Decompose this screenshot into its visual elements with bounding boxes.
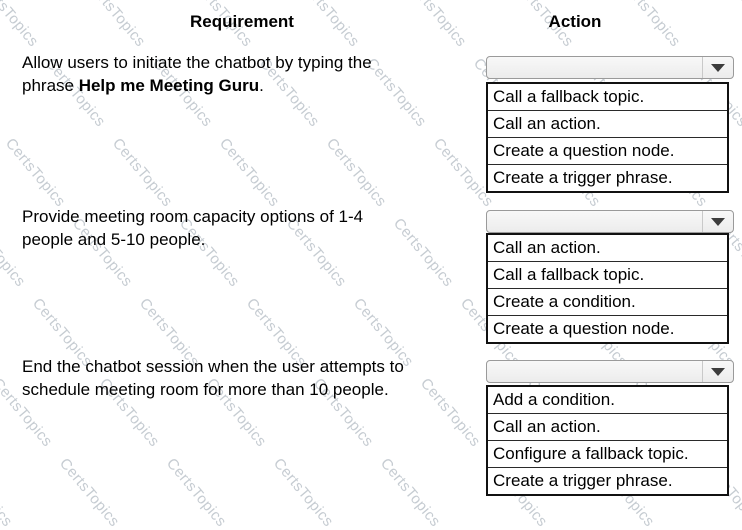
action-column-header: Action	[548, 12, 602, 31]
dropdown-option[interactable]: Create a trigger phrase.	[488, 467, 727, 494]
dropdown-option[interactable]: Create a condition.	[488, 288, 727, 315]
dropdown-option[interactable]: Add a condition.	[488, 387, 727, 413]
requirement-2-line2: people and 5-10 people.	[22, 230, 206, 249]
chevron-down-icon	[711, 63, 725, 72]
chevron-down-icon	[711, 217, 725, 226]
dropdown-option[interactable]: Call an action.	[488, 235, 727, 261]
requirement-1-line1: Allow users to initiate the chatbot by t…	[22, 53, 372, 72]
dropdown-1-arrow-button[interactable]	[702, 57, 733, 78]
requirement-3-line2: schedule meeting room for more than 10 p…	[22, 380, 389, 399]
action-option-list-2: Call an action. Call a fallback topic. C…	[486, 233, 729, 344]
requirement-3-line1: End the chatbot session when the user at…	[22, 357, 404, 376]
action-dropdown-1[interactable]	[486, 56, 734, 79]
requirement-text-3: End the chatbot session when the user at…	[22, 355, 484, 401]
requirement-2-line1: Provide meeting room capacity options of…	[22, 207, 364, 226]
requirement-text-2: Provide meeting room capacity options of…	[22, 205, 484, 251]
dropdown-3-arrow-button[interactable]	[702, 361, 733, 382]
action-dropdown-3[interactable]	[486, 360, 734, 383]
action-dropdown-2[interactable]	[486, 210, 734, 233]
requirement-text-1: Allow users to initiate the chatbot by t…	[22, 51, 484, 97]
dropdown-option[interactable]: Call a fallback topic.	[488, 261, 727, 288]
dropdown-2-arrow-button[interactable]	[702, 211, 733, 232]
dropdown-option[interactable]: Configure a fallback topic.	[488, 440, 727, 467]
action-option-list-1: Call a fallback topic. Call an action. C…	[486, 82, 729, 193]
dropdown-option[interactable]: Call an action.	[488, 110, 727, 137]
dropdown-option[interactable]: Create a question node.	[488, 315, 727, 342]
dropdown-option[interactable]: Call an action.	[488, 413, 727, 440]
dropdown-option[interactable]: Create a question node.	[488, 137, 727, 164]
action-option-list-3: Add a condition. Call an action. Configu…	[486, 385, 729, 496]
requirement-1-line2: phrase Help me Meeting Guru.	[22, 76, 264, 95]
chevron-down-icon	[711, 367, 725, 376]
requirement-column-header: Requirement	[190, 12, 294, 31]
dropdown-option[interactable]: Call a fallback topic.	[488, 84, 727, 110]
dropdown-option[interactable]: Create a trigger phrase.	[488, 164, 727, 191]
